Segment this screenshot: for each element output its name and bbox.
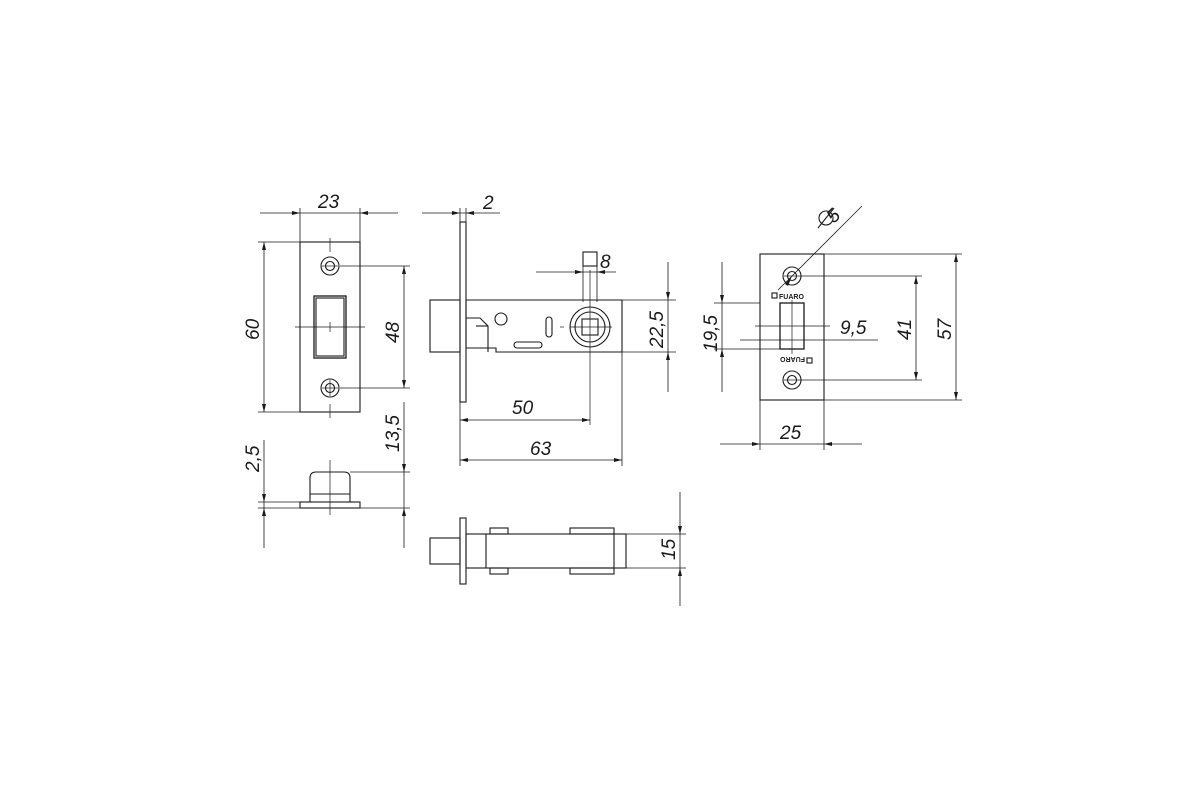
label-body-thickness: 15 [659, 538, 680, 560]
label-body-length: 63 [530, 439, 552, 460]
label-strike-width: 23 [317, 192, 340, 213]
dimension-backset: 50 [459, 398, 590, 466]
label-faceplate-latch-width: 9,5 [840, 318, 867, 339]
faceplate-front-view: FUARO FUARO [755, 253, 830, 401]
label-spindle-square: 8 [600, 252, 611, 273]
label-strike-depth: 13,5 [383, 415, 404, 452]
label-body-height: 22,5 [647, 311, 668, 349]
dimension-spindle-square: 8 [536, 252, 616, 302]
label-faceplate-thickness: 2 [482, 193, 494, 214]
label-strike-plate-thickness: 2,5 [243, 445, 264, 473]
latch-body-top-view [429, 517, 627, 585]
label-faceplate-width: 25 [779, 423, 802, 444]
dimension-strike-depth: 13,5 [350, 402, 410, 548]
dimension-faceplate-width: 25 [720, 400, 862, 450]
label-backset: 50 [512, 398, 534, 419]
dimension-faceplate-hole-spacing: 41 [800, 275, 922, 381]
brand-mark-bottom: FUARO [780, 355, 805, 362]
strike-plate-front-view [295, 238, 365, 418]
dimension-strike-height: 60 [243, 241, 300, 413]
label-strike-height: 60 [243, 318, 264, 340]
dimension-body-length: 63 [460, 352, 623, 466]
label-faceplate-height: 57 [935, 317, 956, 340]
latch-body-side-view [429, 221, 623, 425]
dimension-strike-hole-spacing: 48 [340, 265, 410, 389]
strike-plate-side-view [299, 460, 361, 515]
dimension-body-height: 22,5 [622, 262, 676, 392]
dimension-strike-plate-thickness: 2,5 [243, 440, 300, 548]
dimension-body-thickness: 15 [626, 492, 686, 606]
brand-mark-top: FUARO [779, 294, 804, 301]
label-faceplate-hole-spacing: 41 [895, 319, 916, 340]
dimension-hole-diameter: 5 [777, 205, 863, 291]
dimension-faceplate-latch-offset: 19,5 [701, 262, 780, 392]
dimension-faceplate-height: 57 [824, 253, 962, 401]
dimension-strike-width: 23 [260, 192, 398, 242]
label-faceplate-latch-offset: 19,5 [701, 315, 722, 352]
dimension-faceplate-latch-width: 9,5 [740, 318, 878, 341]
dimension-faceplate-thickness: 2 [422, 193, 500, 222]
label-strike-hole-spacing: 48 [383, 321, 404, 343]
